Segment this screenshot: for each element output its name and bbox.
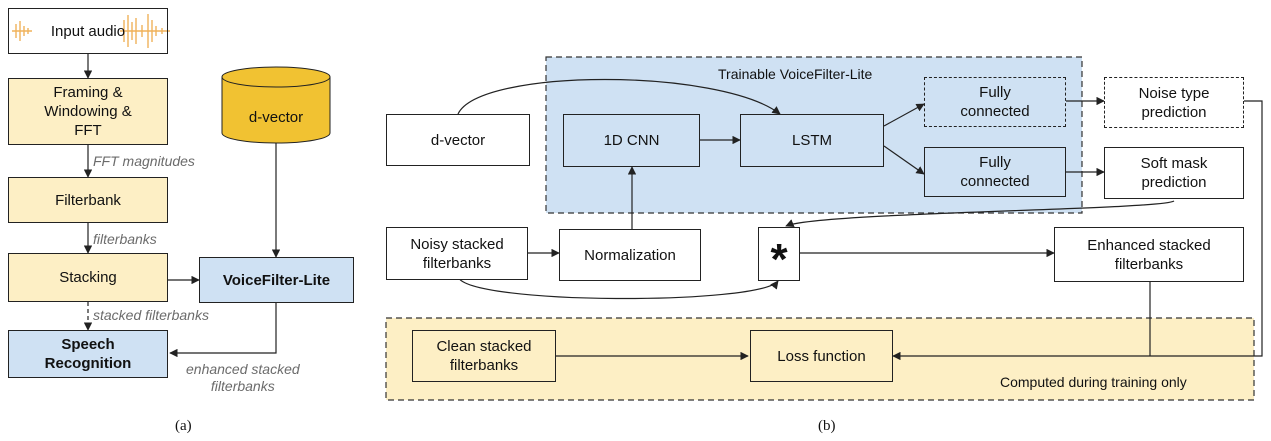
loss-node: Loss function	[750, 330, 893, 382]
stacking-node: Stacking	[8, 253, 168, 302]
d-vector-node: d-vector	[386, 114, 530, 166]
d-vector-label-a: d-vector	[248, 109, 304, 126]
cnn-label: 1D CNN	[603, 132, 660, 149]
fc-noise-node: Fully connected	[924, 77, 1066, 127]
speech-recognition-label: Speech Recognition	[44, 336, 132, 372]
multiply-node: *	[758, 227, 800, 284]
noisy-node: Noisy stacked filterbanks	[386, 227, 528, 280]
fc-noise-label: Fully connected	[960, 84, 1030, 120]
voicefilter-lite-label: VoiceFilter-Lite	[222, 271, 331, 289]
input-audio-label: Input audio	[50, 22, 126, 40]
noise-type-node: Noise type prediction	[1104, 77, 1244, 128]
enhanced-node: Enhanced stacked filterbanks	[1054, 227, 1244, 282]
trainable-region-label: Trainable VoiceFilter-Lite	[718, 66, 873, 82]
normalization-label: Normalization	[584, 246, 676, 264]
enhanced-stacked-filterbanks-label: enhanced stacked filterbanks	[186, 361, 300, 394]
multiply-label: *	[770, 235, 788, 284]
framing-node: Framing & Windowing & FFT	[8, 78, 168, 145]
clean-node: Clean stacked filterbanks	[412, 330, 556, 382]
noise-type-label: Noise type prediction	[1138, 84, 1210, 121]
fft-magnitudes-label: FFT magnitudes	[93, 153, 195, 169]
lstm-node: LSTM	[740, 114, 884, 167]
filterbank-node: Filterbank	[8, 177, 168, 223]
filterbanks-label: filterbanks	[93, 231, 157, 247]
input-audio-node: Input audio	[8, 8, 168, 54]
fc-mask-label: Fully connected	[960, 154, 1030, 190]
training-only-label: Computed during training only	[1000, 374, 1187, 390]
fc-mask-node: Fully connected	[924, 147, 1066, 197]
caption-b: (b)	[818, 418, 836, 434]
noisy-label: Noisy stacked filterbanks	[410, 235, 504, 272]
lstm-label: LSTM	[791, 132, 832, 149]
speech-recognition-node: Speech Recognition	[8, 330, 168, 378]
panel-b-edges	[457, 78, 1263, 361]
clean-label: Clean stacked filterbanks	[436, 338, 532, 374]
waveform-icon	[12, 14, 170, 48]
d-vector-label-b: d-vector	[430, 131, 486, 149]
stacking-label: Stacking	[59, 269, 117, 286]
voicefilter-lite-node: VoiceFilter-Lite	[199, 257, 354, 303]
normalization-node: Normalization	[559, 229, 701, 281]
soft-mask-label: Soft mask prediction	[1140, 155, 1208, 191]
cnn-node: 1D CNN	[563, 114, 700, 167]
d-vector-cylinder	[221, 66, 331, 144]
framing-label: Framing & Windowing & FFT	[44, 84, 132, 139]
caption-a: (a)	[175, 418, 192, 434]
filterbank-label: Filterbank	[55, 191, 121, 209]
soft-mask-node: Soft mask prediction	[1104, 147, 1244, 199]
stacked-filterbanks-label: stacked filterbanks	[93, 307, 209, 323]
panel-a-edges	[83, 54, 281, 358]
loss-label: Loss function	[777, 347, 866, 365]
enhanced-label: Enhanced stacked filterbanks	[1087, 236, 1211, 273]
